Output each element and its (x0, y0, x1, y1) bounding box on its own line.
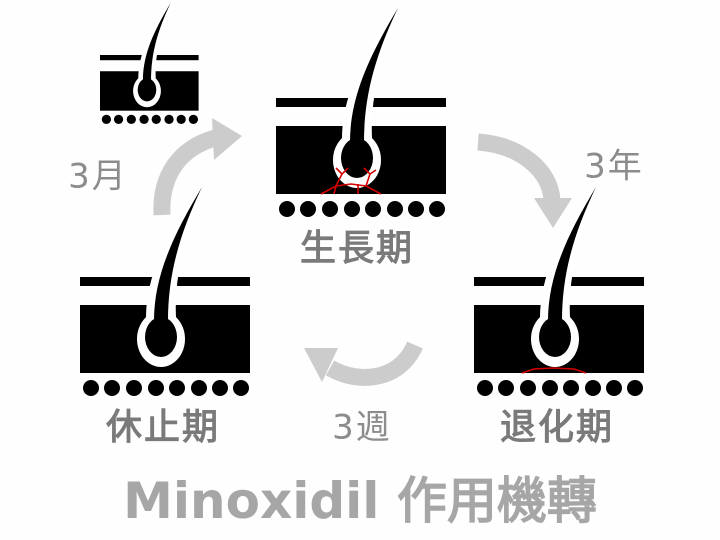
label-growth-phase: 生長期 (299, 228, 415, 269)
duration-regression-to-rest: 3週 (332, 407, 392, 448)
duration-growth-to-regression: 3年 (584, 146, 644, 187)
label-rest-phase: 休止期 (105, 407, 221, 448)
arrow-rest-to-growth (153, 118, 242, 216)
follicle-rest-phase (80, 187, 250, 396)
follicle-small-top-left (100, 3, 199, 124)
follicle-growth-phase (276, 8, 446, 217)
capillaries (521, 367, 587, 374)
diagram-title: Minoxidil 作用機轉 (123, 472, 597, 530)
capillaries (320, 167, 382, 195)
follicle-regression-phase (474, 187, 644, 396)
duration-rest-to-growth: 3月 (68, 156, 128, 197)
label-regression-phase: 退化期 (499, 407, 615, 448)
arrow-regression-to-rest (304, 341, 423, 386)
arrow-growth-to-regression (477, 133, 572, 228)
